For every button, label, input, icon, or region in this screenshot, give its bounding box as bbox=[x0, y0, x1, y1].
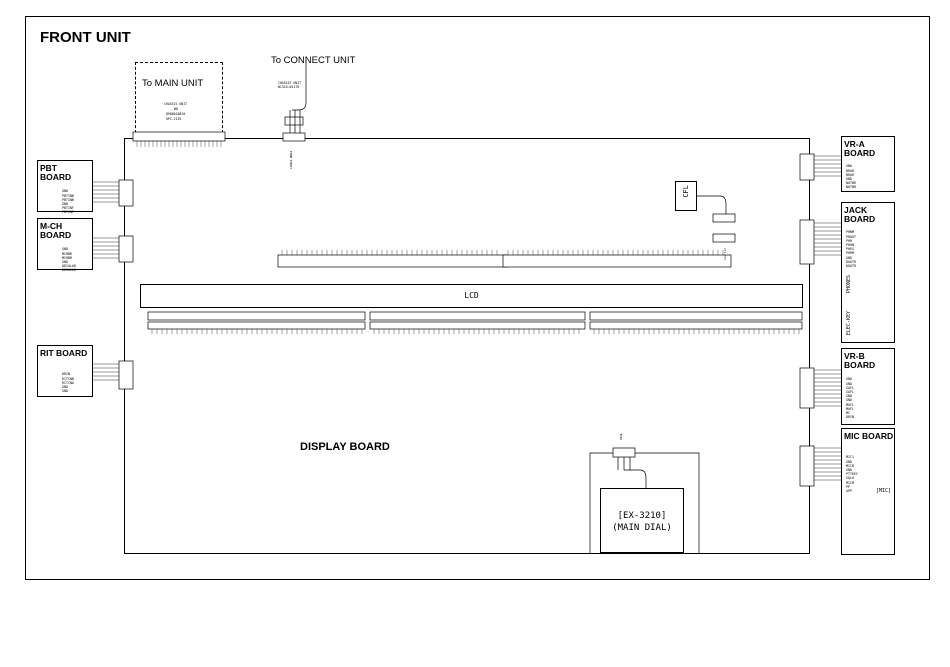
main-dial-caption: (MAIN DIAL) bbox=[612, 523, 672, 533]
vra-connector bbox=[799, 153, 815, 181]
lcd-label: LCD bbox=[464, 291, 479, 300]
pbt-connector bbox=[118, 179, 134, 207]
lcd-strip-lower-1 bbox=[147, 311, 366, 321]
cfl-connector-pins: CFL CFL bbox=[723, 248, 727, 261]
lcd-strip-upper-right bbox=[502, 254, 732, 268]
to-main-unit-part: 8900010820 bbox=[166, 112, 186, 116]
mic-jack-label: [MIC] bbox=[876, 488, 892, 494]
vrb-connector bbox=[799, 367, 815, 409]
jack-connector bbox=[799, 219, 815, 265]
lcd-strip-upper-left bbox=[277, 254, 508, 268]
connect-unit-connector-b bbox=[282, 132, 306, 142]
jack-board-title: JACK BOARD bbox=[844, 205, 876, 224]
main-dial-connector bbox=[612, 447, 636, 458]
display-board-outline bbox=[124, 138, 810, 554]
pbt-board-title: PBT BOARD bbox=[40, 163, 72, 182]
to-main-unit-opc: OPC-2135 bbox=[166, 117, 182, 121]
connect-unit-cable bbox=[292, 60, 307, 111]
page-title: FRONT UNIT bbox=[40, 29, 131, 46]
to-connect-unit-label: To CONNECT UNIT bbox=[271, 55, 356, 66]
to-main-unit-label: To MAIN UNIT bbox=[142, 78, 204, 89]
vrb-board-title: VR-B BOARD bbox=[844, 351, 876, 370]
lcd-bar: LCD bbox=[140, 284, 803, 308]
rit-board-title: RIT BOARD bbox=[40, 348, 88, 358]
cfl-box: CFL bbox=[675, 181, 697, 211]
lcd-strip-lower-3 bbox=[589, 311, 803, 321]
cfl-connector-b bbox=[712, 233, 736, 243]
lcd-strip-lower-2 bbox=[369, 311, 586, 321]
main-dial-model: [EX-3210] bbox=[617, 511, 667, 521]
diagram-frame bbox=[25, 16, 930, 580]
mch-connector bbox=[118, 235, 134, 263]
vra-board-title: VR-A BOARD bbox=[844, 139, 876, 158]
mic-board-title: MIC BOARD bbox=[844, 431, 894, 441]
cfl-label: CFL bbox=[682, 185, 690, 198]
mic-connector bbox=[799, 445, 815, 487]
to-main-unit-ref: W8 bbox=[174, 107, 178, 111]
phones-label: PHONES bbox=[846, 275, 852, 294]
to-connect-unit-ref: W1310-W1170 bbox=[278, 85, 300, 89]
dial-connector-pins: DIAL bbox=[619, 433, 623, 440]
connect-connector-pins: PHNM PHOUT bbox=[289, 151, 293, 169]
cfl-connector-a bbox=[712, 213, 736, 223]
connect-unit-connector-a bbox=[284, 116, 304, 126]
mch-board-title: M-CH BOARD bbox=[40, 221, 72, 240]
rit-connector bbox=[118, 360, 134, 390]
elec-key-label: ELEC-KEY bbox=[846, 311, 852, 336]
cfl-cable bbox=[697, 195, 727, 214]
main-dial-enclosure bbox=[589, 452, 700, 554]
display-board-label: DISPLAY BOARD bbox=[300, 441, 390, 453]
to-connect-unit-chassis: CHASSIS UNIT bbox=[278, 81, 302, 85]
to-main-unit-chassis: CHASSIS UNIT bbox=[164, 102, 188, 106]
main-unit-connector bbox=[132, 131, 226, 142]
main-dial-box: [EX-3210] (MAIN DIAL) bbox=[600, 488, 684, 553]
